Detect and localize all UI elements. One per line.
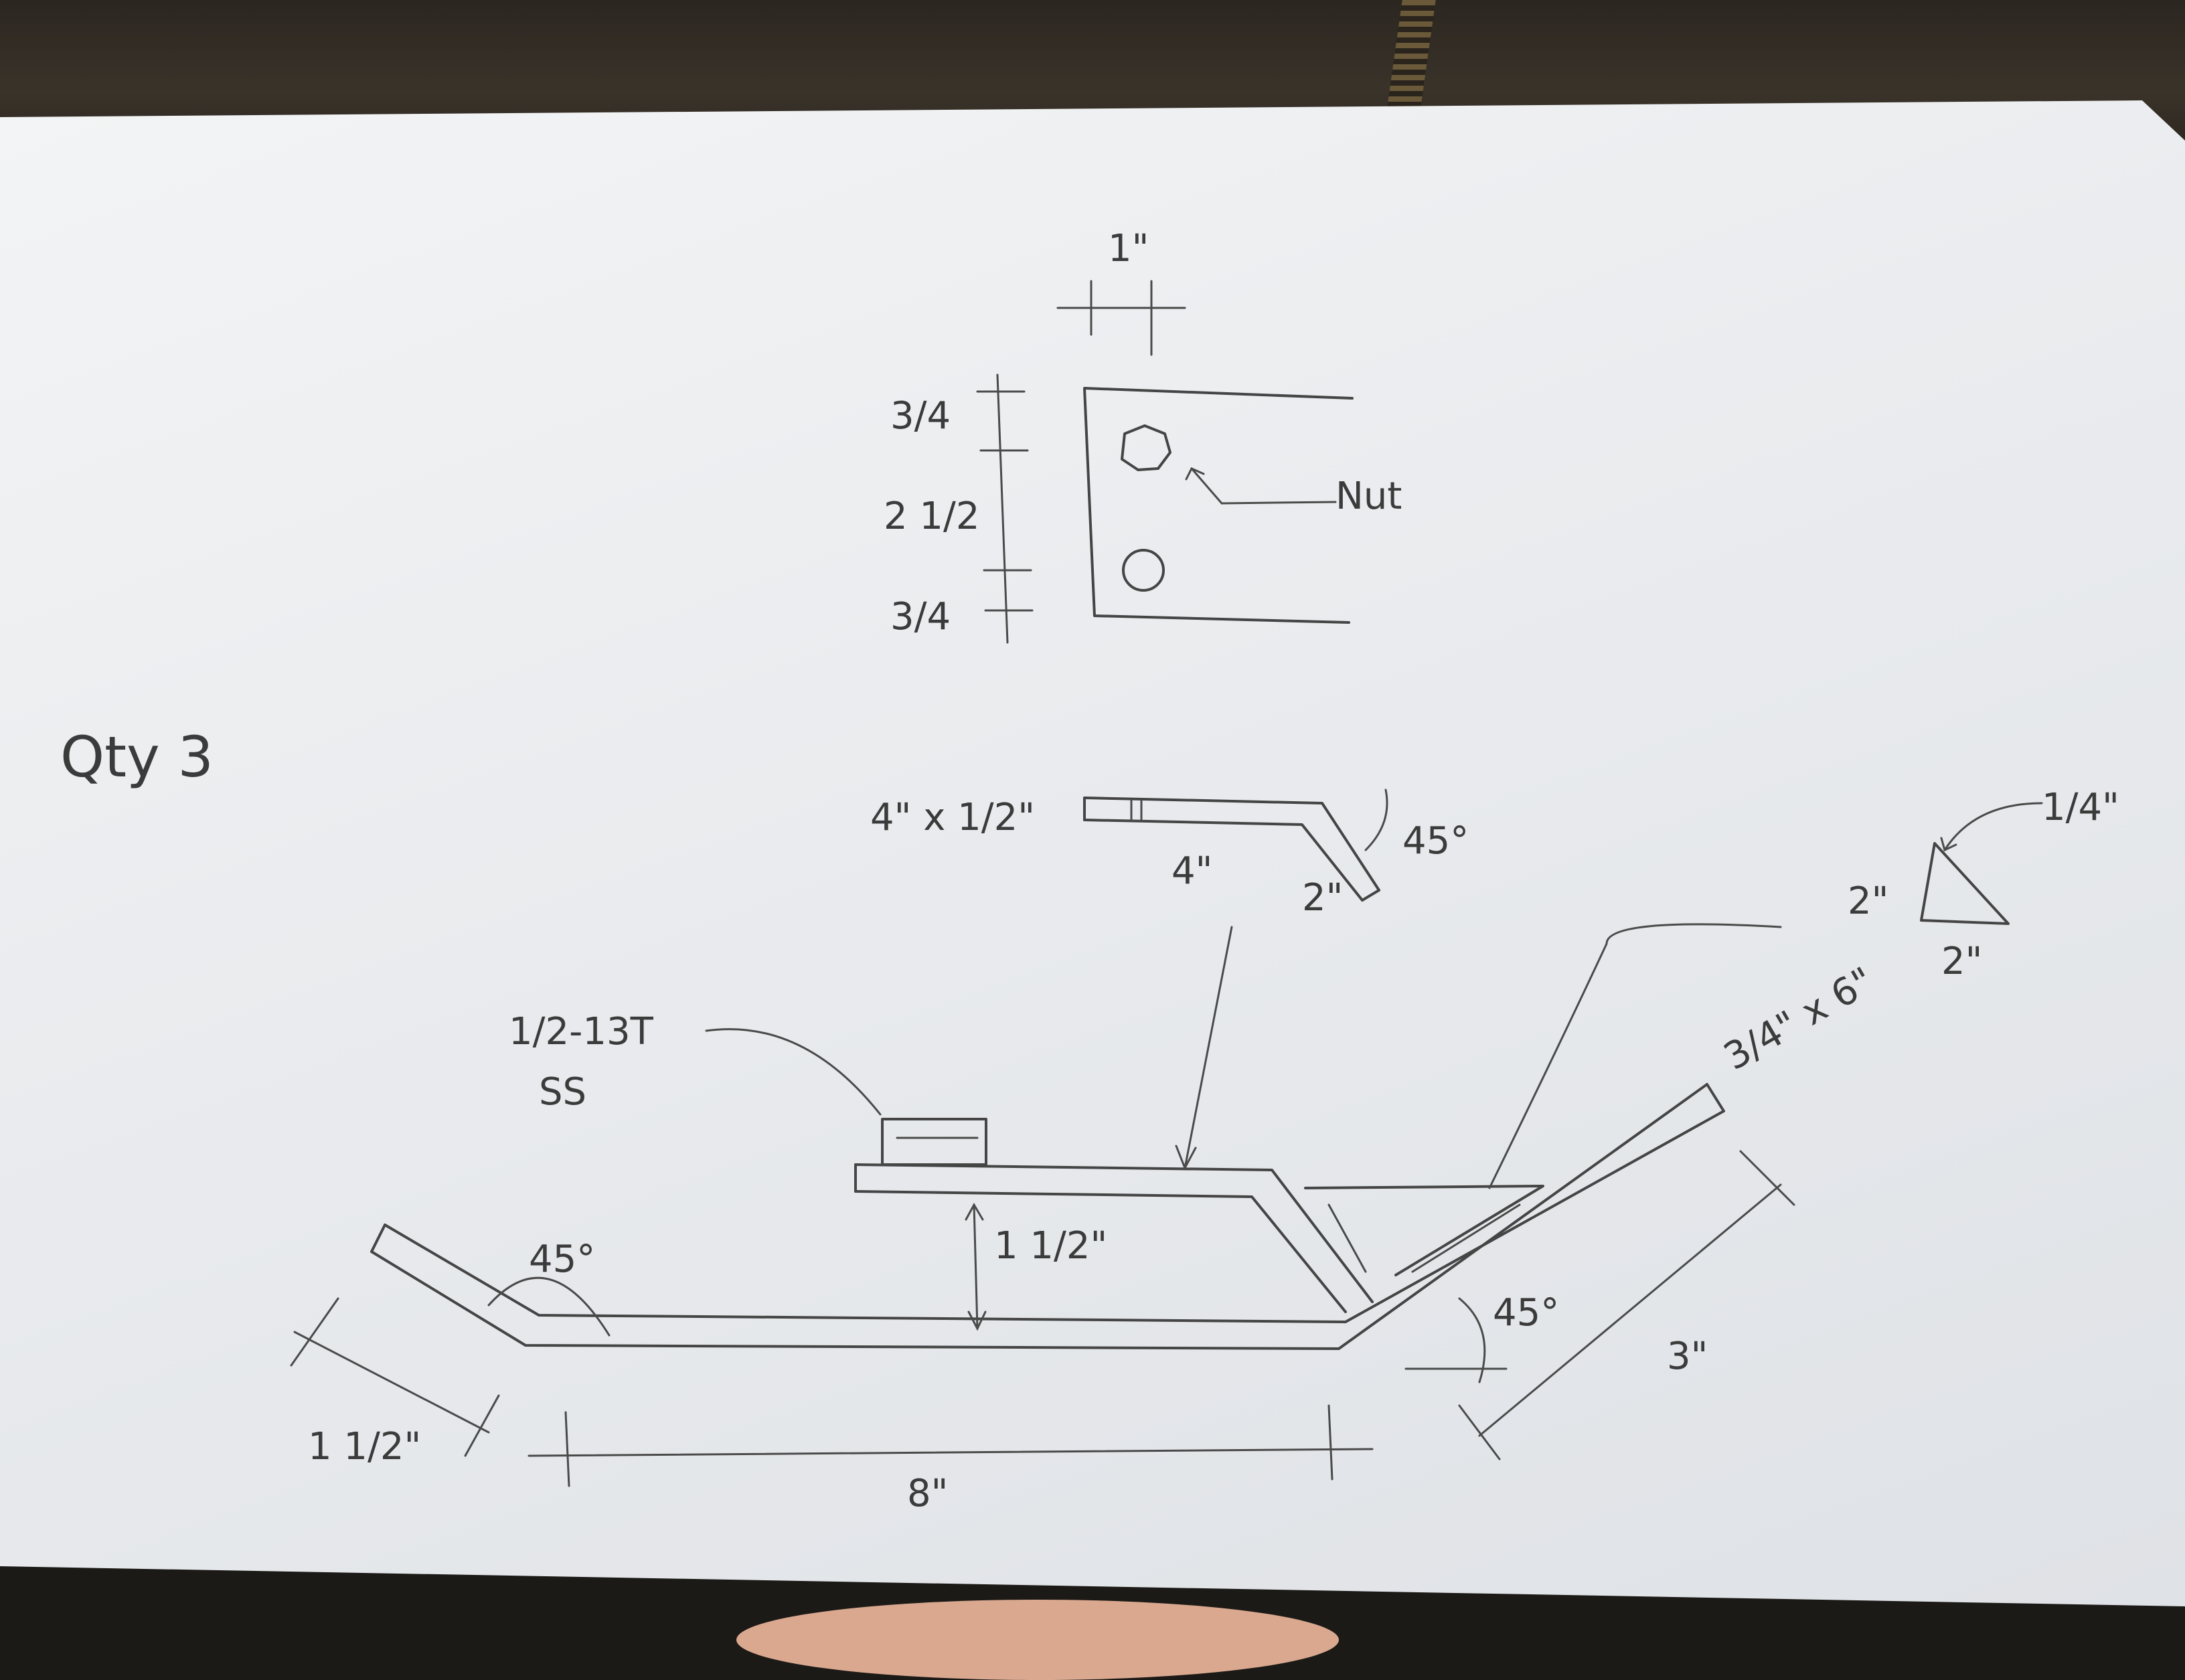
height-label: 1 1/2" (994, 1224, 1107, 1268)
dim-label-top-width: 1" (1108, 227, 1149, 270)
dim-label-top-b: 2 1/2 (884, 495, 980, 538)
gusset-side-b-label: 2" (1941, 940, 1982, 983)
paper-sheet (0, 100, 2185, 1606)
plate-size-label: 3/4" x 6" (1717, 959, 1882, 1079)
gusset-weld-label: 1/4" (2042, 786, 2119, 829)
bracket-size-label: 4" x 1/2" (870, 796, 1035, 839)
dimension-top-width: 1" (1056, 227, 1186, 356)
plate-top-view: Nut (1083, 387, 1402, 624)
left-length-label: 1 1/2" (308, 1425, 421, 1468)
gusset-side-a-label: 2" (1848, 879, 1888, 923)
weld-nut (881, 1118, 987, 1166)
right-angle-label: 45° (1493, 1291, 1559, 1335)
bracket-length-label: 4" (1171, 849, 1212, 893)
quantity-note: Qty 3 (60, 724, 214, 790)
nut-circle-bottom (1122, 549, 1165, 592)
base-length-label: 8" (907, 1472, 948, 1515)
dim-label-top-a: 3/4 (890, 394, 951, 438)
gusset-detail: 1/4" 2" 2" (1848, 786, 2119, 983)
nut-hex-top (1121, 424, 1171, 471)
left-angle-label: 45° (529, 1238, 595, 1281)
bracket-bend-label: 2" (1302, 876, 1343, 920)
dimension-vertical-stack: 3/4 2 1/2 3/4 (884, 373, 1034, 644)
bolt-material-label: SS (539, 1070, 586, 1114)
bent-bracket-view: 4" x 1/2" 4" 2" 45° (870, 788, 1469, 920)
bolt-spec-label: 1/2-13T (509, 1010, 654, 1054)
right-length-label: 3" (1667, 1335, 1708, 1378)
nut-label: Nut (1336, 475, 1402, 518)
dim-label-top-c: 3/4 (890, 595, 951, 639)
main-assembly: 1 1/2" 45° 1 1/2" 8" 45° 3" 1/2-13T (290, 923, 1882, 1515)
sketch-drawing: Nut 1" 3/4 2 1/2 3/4 Qty 3 (60, 227, 2119, 1515)
bracket-angle-label: 45° (1402, 819, 1469, 863)
